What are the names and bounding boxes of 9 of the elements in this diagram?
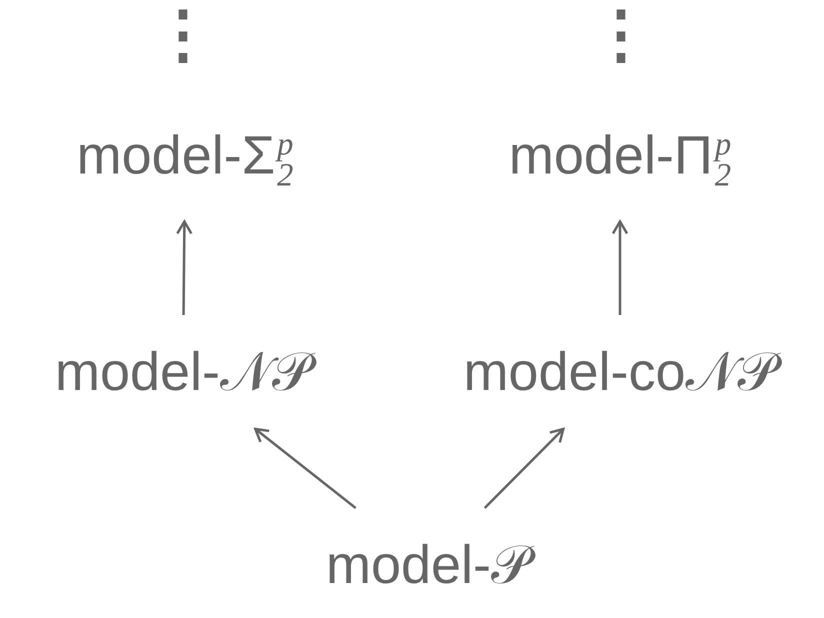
arrow <box>484 428 565 509</box>
arrow <box>612 220 628 315</box>
class-label: model-co𝒩𝒫 <box>451 315 789 429</box>
arrow <box>254 428 356 509</box>
arrow <box>176 220 193 315</box>
class-label: model-𝒩𝒫 <box>42 315 324 429</box>
vertical-ellipsis: ⋮ <box>151 2 215 66</box>
class-label: model-𝒫 <box>314 508 542 618</box>
vertical-ellipsis: ⋮ <box>589 2 653 66</box>
